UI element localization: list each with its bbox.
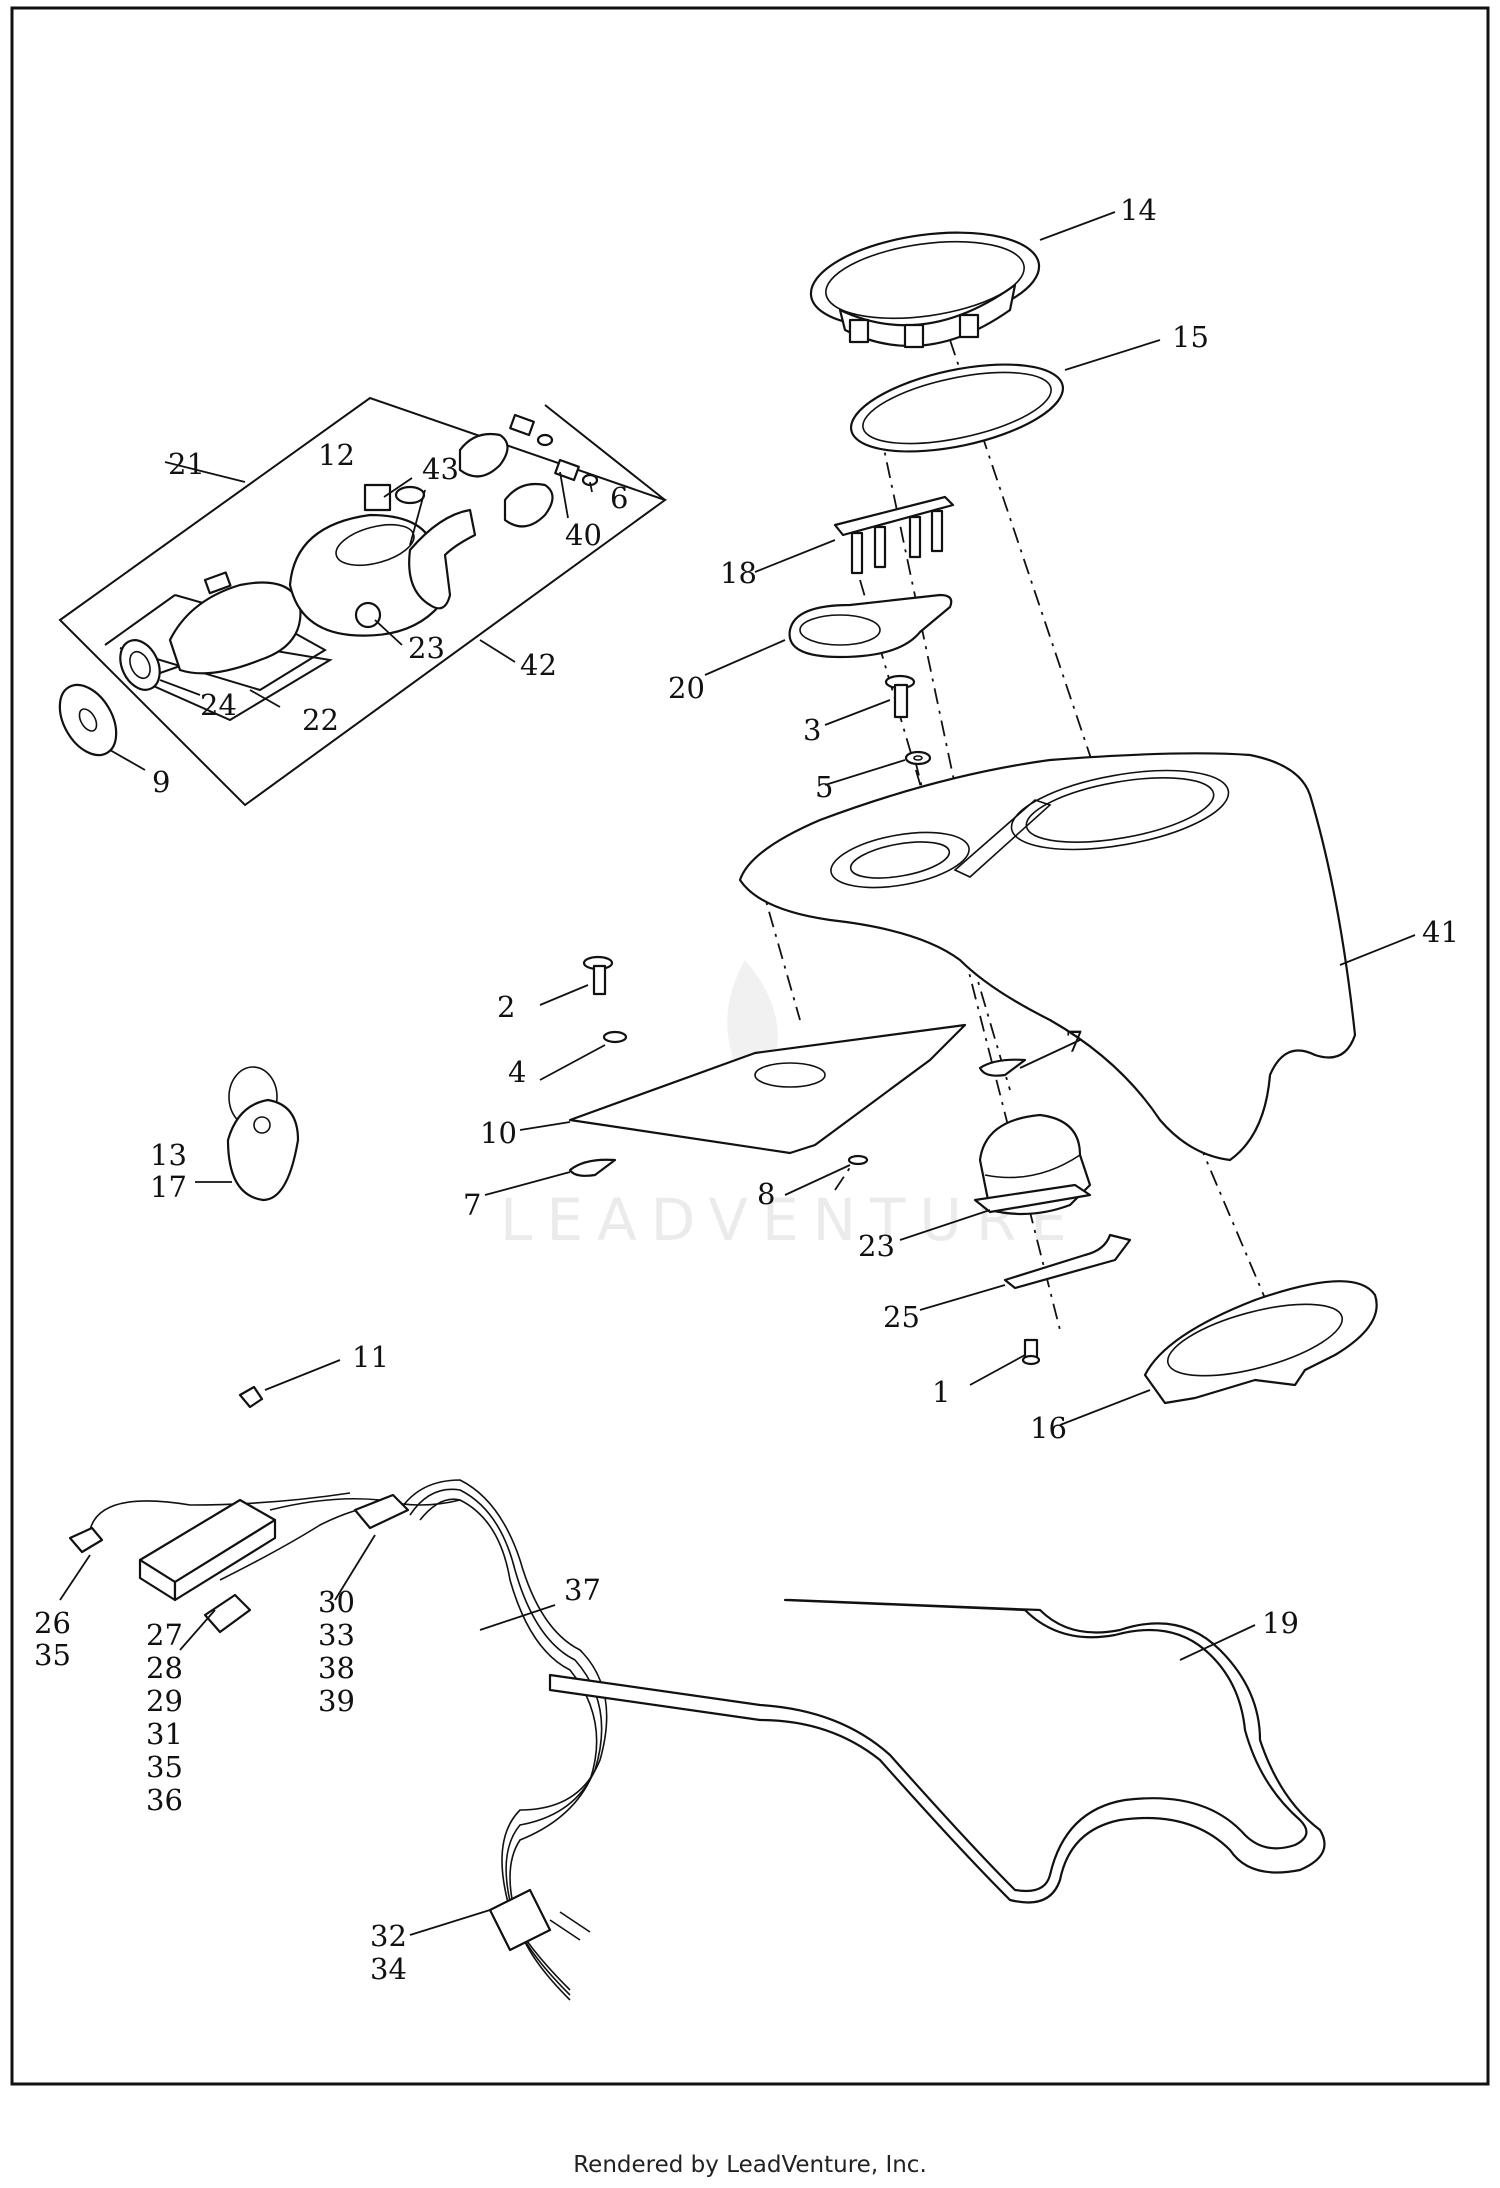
nut-part-6 bbox=[536, 433, 599, 487]
callout-15: 15 bbox=[1172, 320, 1209, 354]
clip-part-7-right bbox=[978, 1058, 1027, 1077]
callout-5: 5 bbox=[815, 770, 833, 804]
svg-text:LEADVENTURE: LEADVENTURE bbox=[500, 1186, 1081, 1254]
callout-26: 26 bbox=[34, 1606, 71, 1640]
callout-11: 11 bbox=[352, 1340, 389, 1374]
switch-part-22 bbox=[168, 571, 302, 675]
callout-31: 31 bbox=[146, 1717, 183, 1751]
callout-43: 43 bbox=[422, 452, 459, 486]
callout-4: 4 bbox=[508, 1055, 526, 1089]
callout-18: 18 bbox=[720, 556, 757, 590]
washer-part-5 bbox=[904, 750, 932, 766]
callout-9: 9 bbox=[152, 765, 170, 799]
clip-part-7-left bbox=[568, 1158, 617, 1177]
part-12 bbox=[363, 483, 426, 512]
callout-41: 41 bbox=[1422, 915, 1459, 949]
connector-part-40 bbox=[458, 413, 580, 528]
callout-39: 39 bbox=[318, 1684, 355, 1718]
callout-22: 22 bbox=[302, 703, 339, 737]
callout-17: 17 bbox=[150, 1170, 187, 1204]
callout-6: 6 bbox=[610, 481, 628, 515]
wiring-harness-part-37 bbox=[68, 1479, 608, 2001]
callout-19: 19 bbox=[1262, 1606, 1299, 1640]
callout-25: 25 bbox=[883, 1300, 920, 1334]
callout-21: 21 bbox=[168, 447, 205, 481]
callout-20: 20 bbox=[668, 671, 705, 705]
callout-35-a: 35 bbox=[34, 1638, 71, 1672]
washer-part-8 bbox=[847, 1154, 869, 1166]
callout-29: 29 bbox=[146, 1684, 183, 1718]
callout-7-right: 7 bbox=[1065, 1025, 1083, 1059]
callout-2: 2 bbox=[497, 990, 515, 1024]
callout-40: 40 bbox=[565, 518, 602, 552]
callout-33: 33 bbox=[318, 1618, 355, 1652]
trim-ring-part-16 bbox=[1143, 1280, 1378, 1405]
clip-part-11 bbox=[238, 1385, 264, 1409]
callout-37: 37 bbox=[564, 1573, 601, 1607]
callout-38: 38 bbox=[318, 1651, 355, 1685]
render-credit: Rendered by LeadVenture, Inc. bbox=[573, 2152, 927, 2178]
callout-35-b: 35 bbox=[146, 1750, 183, 1784]
callout-24: 24 bbox=[200, 688, 237, 722]
callout-30: 30 bbox=[318, 1585, 355, 1619]
callout-10: 10 bbox=[480, 1116, 517, 1150]
gauge-part-14 bbox=[809, 231, 1041, 349]
washer-part-9 bbox=[58, 683, 118, 757]
nut-part-24 bbox=[119, 639, 161, 691]
plate-part-10 bbox=[568, 1023, 967, 1155]
callout-8: 8 bbox=[757, 1177, 775, 1211]
bracket-part-43 bbox=[408, 508, 477, 610]
key-fob-part-13 bbox=[226, 1066, 300, 1202]
callout-36: 36 bbox=[146, 1783, 183, 1817]
callout-23-lower: 23 bbox=[858, 1229, 895, 1263]
callout-27: 27 bbox=[146, 1618, 183, 1652]
diagram-border bbox=[10, 6, 1490, 2086]
module-part-23-lower bbox=[973, 1113, 1092, 1216]
callout-32: 32 bbox=[370, 1919, 407, 1953]
leader-lines bbox=[59, 211, 1416, 1936]
diagram-frame: LEADVENTURE bbox=[10, 6, 1490, 2086]
console-part-41 bbox=[738, 752, 1357, 1162]
washer-part-4 bbox=[602, 1030, 628, 1044]
gasket-part-20 bbox=[788, 593, 953, 659]
callout-34: 34 bbox=[370, 1952, 407, 1986]
callout-23-upper: 23 bbox=[408, 631, 445, 665]
callout-1: 1 bbox=[932, 1375, 950, 1409]
watermark: LEADVENTURE bbox=[500, 960, 1081, 1254]
screw-part-3 bbox=[884, 674, 916, 719]
gasket-part-25 bbox=[1003, 1233, 1132, 1290]
gasket-part-15 bbox=[849, 363, 1065, 453]
screw-part-2 bbox=[582, 955, 614, 996]
callout-7-left: 7 bbox=[463, 1188, 481, 1222]
callout-labels: 14 15 21 12 43 6 40 18 20 23 42 24 22 9 … bbox=[34, 193, 1459, 1986]
callout-28: 28 bbox=[146, 1651, 183, 1685]
callout-16: 16 bbox=[1030, 1411, 1067, 1445]
bracket-part-18 bbox=[833, 495, 955, 575]
seal-part-19 bbox=[548, 1598, 1326, 1904]
callout-3: 3 bbox=[803, 713, 821, 747]
callout-42: 42 bbox=[520, 648, 557, 682]
screw-part-1 bbox=[1021, 1338, 1041, 1366]
callout-13: 13 bbox=[150, 1138, 187, 1172]
callout-12: 12 bbox=[318, 438, 355, 472]
callout-14: 14 bbox=[1120, 193, 1157, 227]
